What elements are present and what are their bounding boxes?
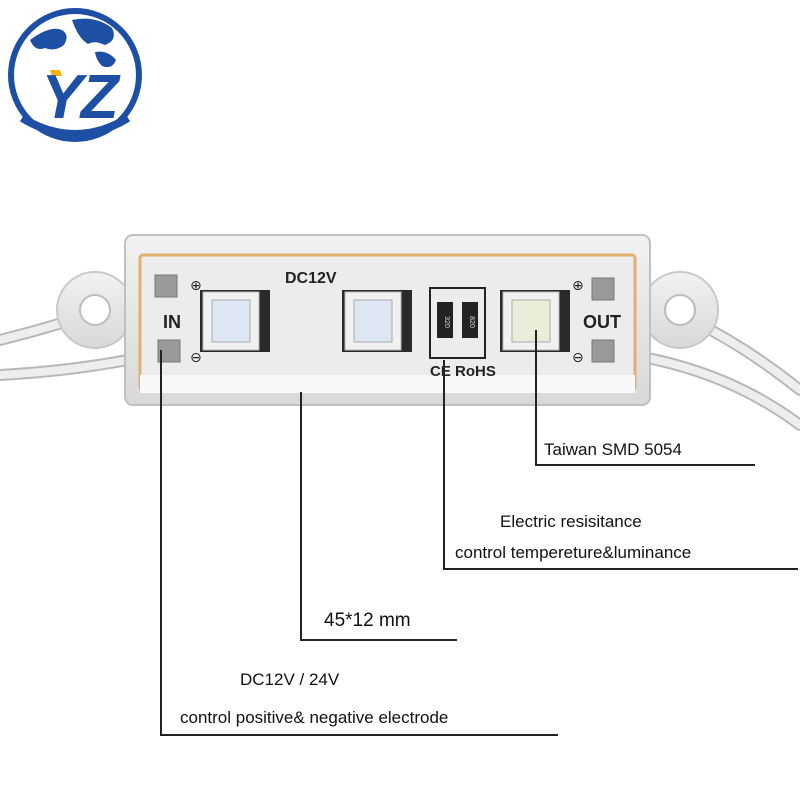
size-callout-hline [300,639,457,641]
size-callout-vline [300,392,302,640]
out-label: OUT [583,312,621,332]
voltage-callout-vline [160,350,162,736]
plus-symbol-right: ⊕ [572,278,584,294]
plus-symbol-left: ⊕ [190,278,202,294]
logo-letters: YZ [14,62,144,133]
size-callout-text: 45*12 mm [324,610,411,631]
resistor-1-label: 320 [443,316,450,328]
led-callout-hline [535,464,755,466]
resistor-callout-line1: Electric resisitance [500,512,642,531]
in-label: IN [163,312,181,332]
voltage-callout-hline [160,734,558,736]
resistor-callout-line2: control tempereture&luminance [455,543,692,562]
resistor-callout-vline [443,360,445,570]
voltage-callout-line2: control positive& negative electrode [180,708,449,727]
logo-text: YZ [41,63,118,132]
voltage-callout-line1: DC12V / 24V [240,670,340,689]
brand-logo: YZ [0,0,150,150]
minus-symbol-right: ⊖ [572,350,584,366]
voltage-pcb-label: DC12V [285,270,337,287]
cert-label: CE RoHS [430,363,496,380]
minus-symbol-left: ⊖ [190,350,202,366]
led-callout-vline [535,330,537,465]
led-callout-text: Taiwan SMD 5054 [544,440,682,459]
resistor-callout-hline [443,568,798,570]
resistor-2-label: 820 [468,316,475,328]
led-module-illustration: 320 820 DC12V IN OUT ⊕ ⊖ ⊕ ⊖ CE RoHS [0,234,800,431]
globe-logo-icon [8,8,142,142]
